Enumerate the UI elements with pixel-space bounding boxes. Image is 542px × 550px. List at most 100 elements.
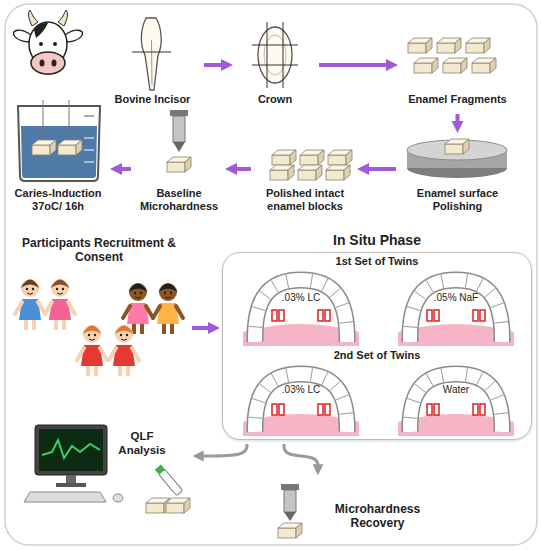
incisor-icon [132, 18, 171, 90]
incisor-icon-part [141, 18, 161, 90]
tooth-divider [426, 280, 433, 292]
beaker-icon-part [84, 150, 94, 151]
tooth-divider [252, 306, 265, 310]
tooth-divider [403, 326, 417, 327]
tooth-divider [407, 306, 420, 310]
computer-icon-part [24, 492, 106, 502]
appliance-outline [397, 364, 515, 436]
tooth-divider [336, 303, 349, 308]
crown-icon [252, 22, 298, 88]
tooth-divider [248, 417, 262, 418]
enamel-block-mark [279, 310, 284, 321]
tooth-divider [465, 368, 467, 382]
children-figures-part [109, 325, 139, 376]
cow-icon-part [31, 52, 65, 74]
qlf-blocks-icon-part [166, 498, 190, 513]
enamel-block-mark [427, 310, 432, 321]
computer-icon-part [66, 475, 76, 483]
tooth-divider [310, 274, 312, 288]
tooth-divider [259, 291, 270, 299]
step-label: .05% NaF [397, 292, 515, 304]
enamel-fragments-icon-part [437, 38, 461, 53]
process-step: Baseline Microhardness [135, 105, 223, 220]
enamel-block-mark [318, 404, 323, 415]
beaker-icon-part [32, 140, 56, 155]
polished-blocks-icon-part [270, 165, 294, 180]
polished-blocks-icon-part [326, 165, 350, 180]
tooth-divider [494, 322, 508, 324]
teeth-outline [255, 280, 347, 342]
beaker-icon-part [84, 116, 94, 117]
teeth-outline [410, 374, 502, 432]
tooth-divider [491, 395, 504, 400]
flow-arrow [284, 444, 318, 468]
tooth-divider [403, 417, 417, 418]
microhardness-recovery-icon-part [284, 512, 296, 521]
polished-blocks-icon-part [298, 165, 322, 180]
microhardness-tester-icon-part [173, 142, 185, 152]
enamel-fragments-icon-part [414, 58, 438, 73]
tooth-divider [485, 288, 496, 297]
appliance-shape: .03% LC [242, 364, 360, 436]
beaker-icon-part [58, 140, 82, 155]
tooth-divider [485, 381, 495, 390]
process-step: Enamel surface Polishing [400, 135, 515, 220]
enamel-fragments-icon [408, 38, 496, 73]
microhardness-recovery-icon-part [284, 490, 296, 512]
appliance-shape: .03% LC [242, 270, 360, 346]
enamel-fragments-icon-part [472, 58, 496, 73]
qlf-camera-icon-part [159, 469, 183, 496]
tooth-divider [465, 274, 467, 288]
microhardness-recovery-icon [278, 484, 302, 538]
microhardness-tester-icon-part [167, 157, 191, 172]
process-step: Bovine Incisor [105, 15, 200, 110]
appliance-outline [397, 270, 515, 346]
crown-icon-part [283, 22, 284, 88]
group-label: 2nd Set of Twins [322, 349, 432, 362]
tooth-divider [441, 368, 444, 382]
beaker-icon-part [69, 100, 70, 140]
label-anchor: 2nd Set of Twins [322, 349, 432, 362]
tooth-divider [414, 291, 425, 299]
participants-step: Participants Recruitment & Consent [10, 232, 188, 377]
incisor-icon-part [132, 51, 171, 52]
microhardness-tester-icon [167, 110, 191, 172]
step-label: Water [397, 384, 515, 396]
crown-icon-part [258, 27, 292, 83]
label-anchor: 1st Set of Twins [322, 255, 432, 268]
teeth-arch [255, 280, 347, 342]
tooth-divider [330, 381, 340, 390]
enamel-block-mark [480, 310, 485, 321]
analysis-step: Microhardness Recovery [270, 478, 435, 540]
appliance-outline [242, 364, 360, 436]
cow-icon-part [52, 60, 57, 67]
tooth-divider [310, 368, 312, 382]
flow-arrow [118, 167, 131, 171]
group-label: 1st Set of Twins [322, 255, 432, 268]
crown-icon-part [252, 45, 298, 46]
flow-arrow [233, 167, 251, 171]
enamel-block-mark [434, 310, 439, 321]
polishing-disc-icon [407, 139, 507, 178]
step-label: Polished intact enamel blocks [255, 187, 355, 213]
beaker-icon-part [43, 100, 44, 140]
polishing-disc-icon-part [407, 140, 507, 160]
children-figures-part [77, 325, 107, 376]
children-figures-part [45, 279, 75, 330]
qlf-camera-icon-part [155, 465, 165, 475]
enamel-block-mark [473, 310, 478, 321]
enamel-fragments-icon-part [408, 38, 432, 53]
crown-icon-part [252, 65, 298, 66]
beaker-icon-part [84, 162, 94, 163]
teeth-arch [410, 280, 502, 342]
cow-icon-part [34, 23, 48, 38]
process-step: Caries-Induction37oC/ 16h [8, 100, 108, 220]
appliance-shape: Water [397, 364, 515, 436]
teeth-arch [410, 374, 502, 432]
tooth-divider [477, 279, 483, 291]
tooth-divider [322, 372, 328, 385]
tooth-divider [271, 374, 278, 386]
cow-icon-part [40, 60, 45, 67]
enamel-block-mark [325, 404, 330, 415]
flow-arrow [365, 167, 396, 171]
